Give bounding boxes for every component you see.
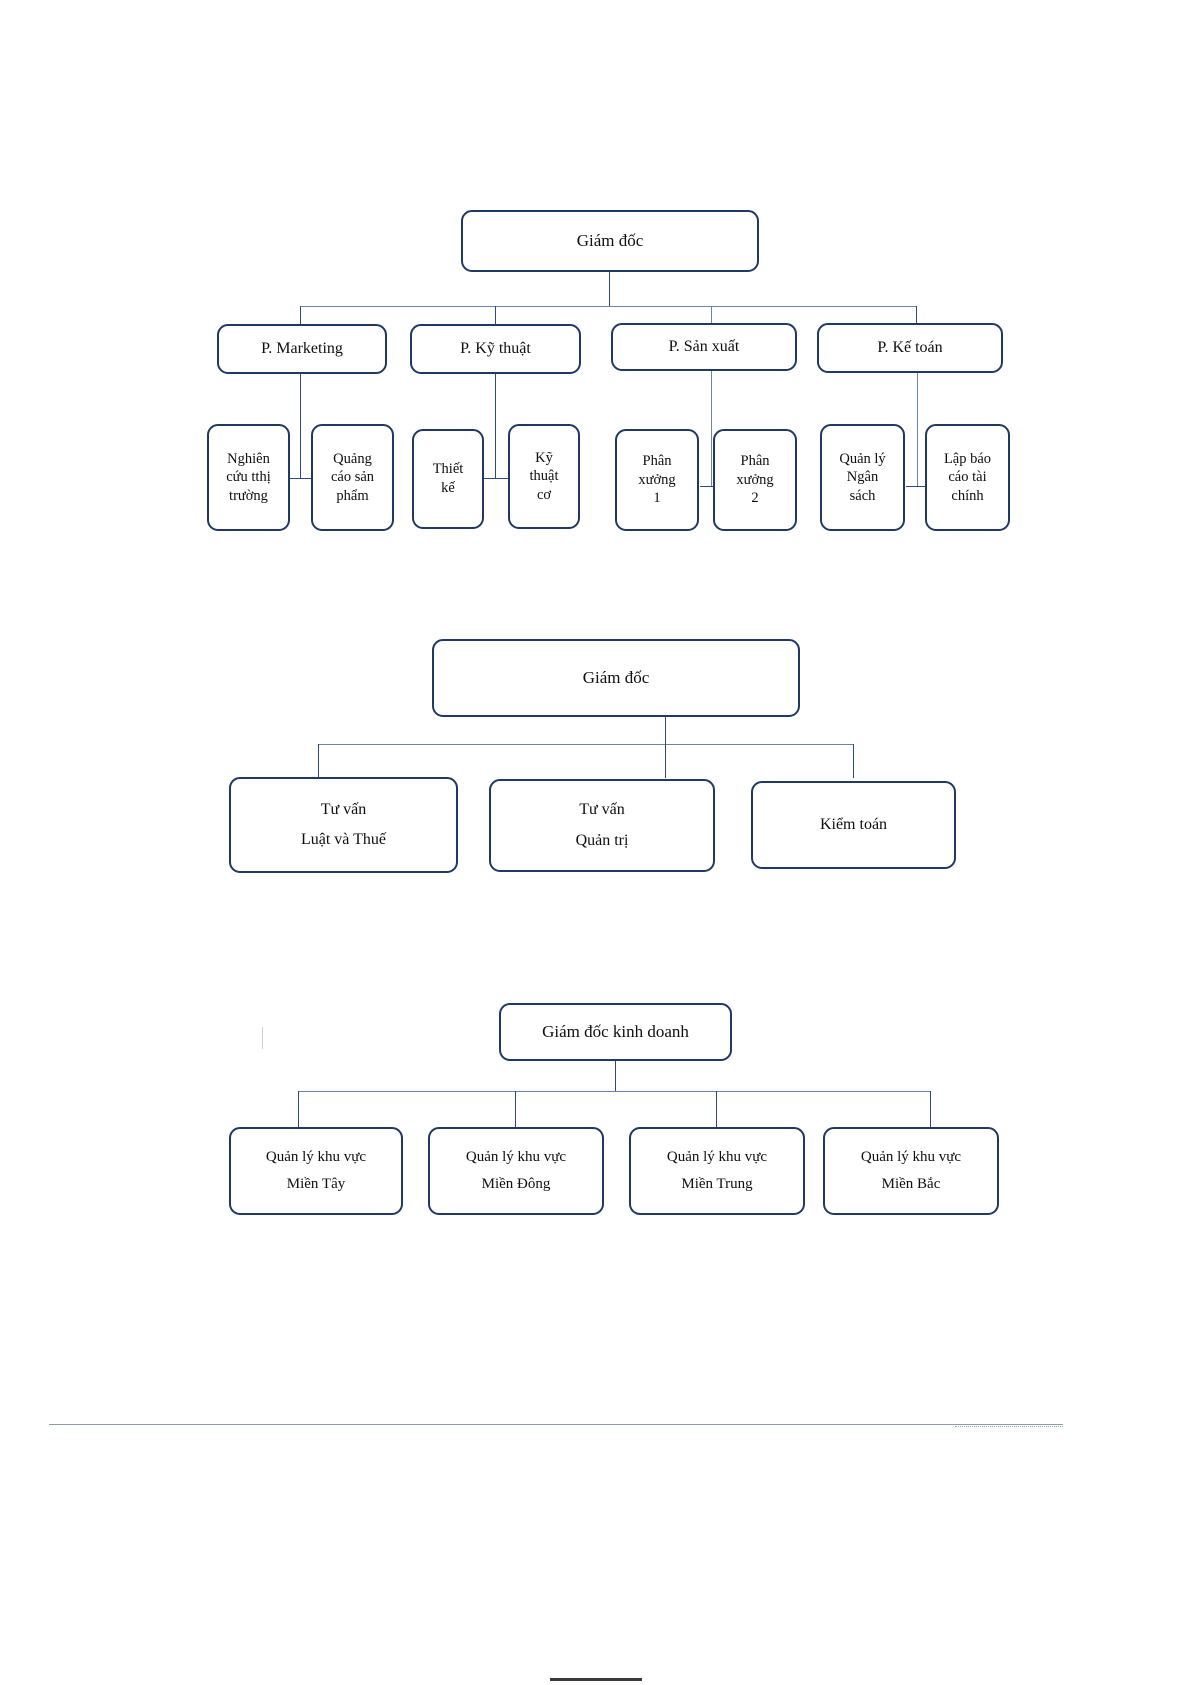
chart1-dept-engineering[interactable]: P. Kỹ thuật [410,324,581,374]
chart1-dept-engineering-label: P. Kỹ thuật [460,339,531,357]
chart1-bus [300,306,917,308]
chart3-bus [298,1091,931,1093]
chart3-region-east[interactable]: Quản lý khu vực Miền Đông [428,1127,604,1215]
chart2-drop-2 [665,744,667,778]
chart3-root-stem [615,1061,617,1092]
footer-rule-dashed [955,1426,1063,1427]
chart3-drop-1 [298,1091,300,1128]
chart1-engineering-stem [495,374,497,478]
chart1-marketing-bus [288,478,313,480]
chart2-child-legal-tax[interactable]: Tư vấn Luật và Thuế [229,777,458,873]
chart2-drop-1 [318,744,320,778]
chart1-leaf-workshop-1[interactable]: Phân xưởng 1 [615,429,699,531]
chart2-drop-3 [853,744,855,778]
chart1-root-stem [609,272,611,307]
chart1-leaf-budget[interactable]: Quản lý Ngân sách [820,424,905,531]
footer-mark [550,1678,642,1681]
chart1-marketing-stem [300,374,302,478]
chart2-child-management[interactable]: Tư vấn Quản trị [489,779,715,872]
chart2-child-audit[interactable]: Kiểm toán [751,781,956,869]
chart1-leaf-mechanical[interactable]: Kỹ thuật cơ [508,424,580,529]
chart3-root-label: Giám đốc kinh doanh [542,1022,689,1042]
stray-tick-artifact [262,1027,263,1049]
chart2-root-label: Giám đốc [582,668,650,688]
chart3-drop-2 [515,1091,517,1128]
chart3-drop-4 [930,1091,932,1128]
chart1-leaf-workshop-2[interactable]: Phân xưởng 2 [713,429,797,531]
chart1-dept-marketing[interactable]: P. Marketing [217,324,387,374]
chart1-dept-production[interactable]: P. Sản xuất [611,323,797,371]
chart2-root-box[interactable]: Giám đốc [432,639,800,717]
chart1-engineering-bus [484,478,510,480]
chart3-region-north[interactable]: Quản lý khu vực Miền Bắc [823,1127,999,1215]
chart1-leaf-financial-report[interactable]: Lập báo cáo tài chính [925,424,1010,531]
chart1-leaf-advertising[interactable]: Quảng cáo sản phẩm [311,424,394,531]
chart1-dept-accounting-label: P. Kế toán [877,338,943,356]
chart1-accounting-bus [906,486,931,488]
chart1-root-box[interactable]: Giám đốc [461,210,759,272]
chart1-drop-2 [495,306,497,326]
chart1-dept-accounting[interactable]: P. Kế toán [817,323,1003,373]
chart3-region-central[interactable]: Quản lý khu vực Miền Trung [629,1127,805,1215]
chart1-drop-3 [711,306,713,326]
chart2-bus [318,744,854,746]
chart1-dept-marketing-label: P. Marketing [261,339,343,357]
chart3-root-box[interactable]: Giám đốc kinh doanh [499,1003,732,1061]
chart1-drop-1 [300,306,302,326]
chart1-production-bus [700,486,725,488]
chart1-leaf-design[interactable]: Thiết kế [412,429,484,529]
chart3-region-west[interactable]: Quản lý khu vực Miền Tây [229,1127,403,1215]
footer-rule-solid [49,1424,1063,1425]
chart1-drop-4 [916,306,918,326]
chart1-production-stem [711,371,713,486]
chart3-drop-3 [716,1091,718,1128]
chart2-root-stem [665,717,667,745]
chart1-leaf-market-research[interactable]: Nghiên cứu tthị trường [207,424,290,531]
chart1-root-label: Giám đốc [576,231,644,251]
chart1-accounting-stem [917,373,919,486]
chart1-dept-production-label: P. Sản xuất [668,337,740,355]
